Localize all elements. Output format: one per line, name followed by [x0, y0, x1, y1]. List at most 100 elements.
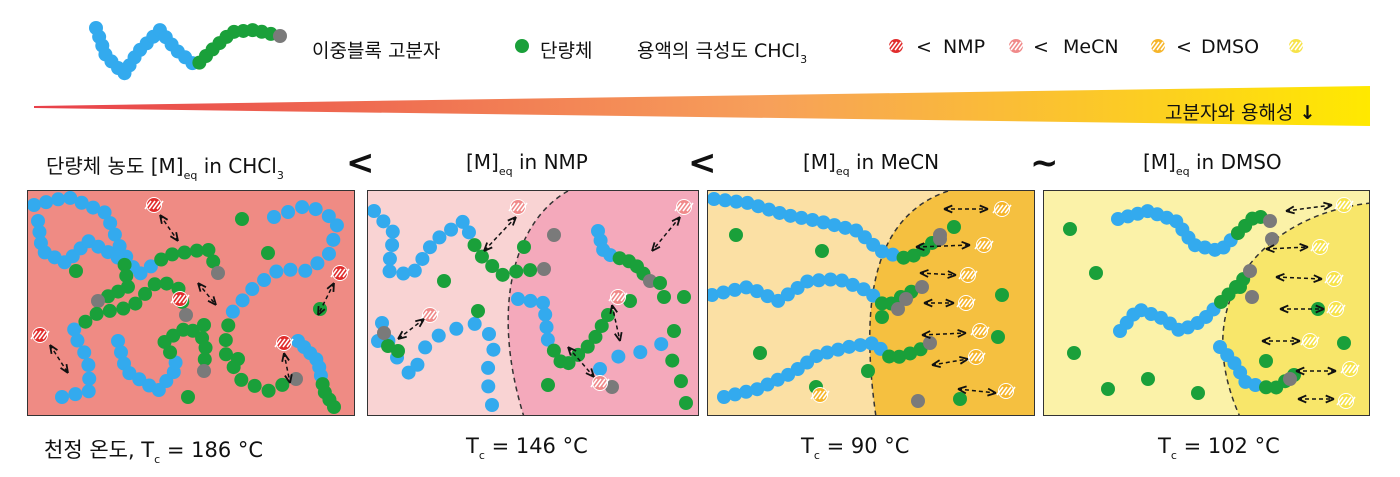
polymer-bead-blue — [326, 232, 341, 247]
polymer-end-gray — [1265, 232, 1279, 246]
mecn-molecule-stripe — [974, 352, 982, 362]
legend-mecn-stripe — [1160, 41, 1168, 51]
ceiling-temp-chcl3: 천정 온도, Tc = 186 °C — [44, 434, 263, 466]
m-symbol: [M] — [1143, 150, 1176, 174]
solvent-interaction-arrow-head — [483, 242, 493, 252]
solvent-interaction-arrow-head — [49, 344, 58, 355]
header-dmso-solvent: in DMSO — [1189, 150, 1282, 174]
dmso-molecule-stripe — [1344, 364, 1352, 374]
mecn-molecule-fill — [959, 296, 973, 310]
free-monomer — [815, 244, 829, 258]
polymer-bead-green — [561, 356, 576, 371]
solvent-interaction-arrow — [317, 282, 335, 316]
chcl3-molecule-stripe — [278, 338, 286, 348]
polymer-bead-blue — [112, 239, 127, 254]
free-monomer — [729, 228, 743, 242]
solvent-interaction-arrow — [611, 304, 621, 342]
polymer-end-gray — [1283, 372, 1297, 386]
polymer-bead-blue — [310, 256, 325, 271]
polymer-bead-blue — [842, 339, 857, 354]
dmso-molecule-stripe — [1326, 304, 1334, 314]
panel-nmp-scene — [368, 191, 698, 415]
free-monomer — [995, 288, 1009, 302]
polymer-bead-blue — [811, 273, 826, 288]
solvent-interaction-arrow-head — [1299, 243, 1309, 252]
down-arrow-icon: ↓ — [1299, 102, 1316, 124]
dmso-molecule-fill — [1329, 302, 1343, 316]
chcl3-molecule-stripe — [144, 200, 152, 210]
polymer-bead-green — [580, 339, 595, 354]
solubility-label: 고분자와 용해성 ↓ — [1165, 98, 1315, 125]
polymer-bead-blue — [269, 264, 284, 279]
polymer-bead-blue — [823, 272, 838, 287]
polymer-end-gray — [179, 308, 193, 322]
polymer-bead-blue — [718, 193, 733, 208]
chcl3-molecule-stripe — [148, 200, 156, 210]
header-prefix: 단량체 농도 — [46, 154, 151, 178]
solvent-interaction-arrow-head — [979, 204, 989, 214]
dmso-molecule-stripe — [1308, 336, 1316, 346]
solvent-interaction-arrow-head — [609, 304, 618, 315]
polymer-end-gray — [273, 29, 287, 43]
compare-symbol-2: < — [688, 143, 717, 183]
dmso-molecule-fill — [1303, 334, 1317, 348]
dmso-molecule-stripe — [1346, 200, 1354, 210]
solvation-boundary — [1221, 202, 1369, 415]
polymer-bead-blue — [481, 360, 496, 375]
free-monomer — [991, 330, 1005, 344]
polymer-bead-green — [275, 377, 290, 392]
header-chcl3: 단량체 농도 [M]eq in CHCl3 — [46, 150, 284, 182]
mecn-molecule-stripe — [974, 326, 982, 336]
solvent-interaction-arrow-head — [1327, 366, 1337, 376]
chcl3-molecule-stripe — [38, 330, 46, 340]
polymer-bead-blue — [368, 204, 381, 218]
solvent-interaction-arrow-head — [919, 269, 929, 278]
mecn-molecule-stripe — [970, 352, 978, 362]
solvent-interaction-arrow-head — [651, 242, 661, 252]
polymer-bead-blue — [611, 349, 626, 364]
legend-dmso-fill — [1289, 39, 1303, 53]
solvent-interaction-arrow-head — [959, 356, 969, 365]
legend-monomer-icon — [515, 39, 529, 53]
polymer-bead-green — [679, 396, 693, 410]
polymer-bead-blue — [535, 295, 550, 310]
polymer-bead-blue — [739, 280, 754, 295]
polymer-bead-blue — [593, 362, 607, 376]
polymer-bead-blue — [809, 349, 824, 364]
polymer-end-gray — [197, 364, 211, 378]
dmso-label: DMSO — [1201, 36, 1260, 58]
polymer-end-gray — [899, 292, 913, 306]
mecn-molecule-stripe — [1008, 386, 1016, 396]
solvent-interaction-arrow-head — [1323, 201, 1333, 211]
solvent-interaction-arrow-head — [207, 296, 217, 306]
solvent-interaction-arrow — [957, 388, 997, 394]
dmso-molecule-stripe — [1344, 396, 1352, 406]
polymer-end-gray — [289, 372, 303, 386]
polymer-bead-blue — [486, 342, 501, 357]
mecn-molecule-stripe — [966, 270, 974, 280]
nmp-molecule-stripe — [420, 310, 428, 320]
chcl3-molecule-stripe — [182, 294, 190, 304]
polymer-bead-green — [601, 308, 615, 322]
polymer-bead-blue — [523, 293, 538, 308]
chcl3-molecule-stripe — [286, 338, 294, 348]
mecn-solvent-icon — [1148, 38, 1168, 54]
mecn-molecule-stripe — [978, 240, 986, 250]
polymer-bead-blue — [431, 328, 446, 343]
polarity-prefix: 용액의 극성도 CHCl — [637, 40, 801, 62]
mecn-molecule-stripe — [958, 270, 966, 280]
polymer-bead-blue — [449, 321, 464, 336]
polymer-end-gray — [91, 294, 105, 308]
polymer-end-gray — [1243, 264, 1257, 278]
polymer-bead-green — [197, 352, 212, 367]
t-symbol: T — [1158, 434, 1171, 458]
polymer-bead-blue — [245, 282, 260, 297]
polymer-bead-blue — [805, 212, 820, 227]
free-monomer — [517, 240, 531, 254]
tc-sub: c — [813, 449, 820, 462]
polymer-bead-blue — [329, 218, 344, 233]
mecn-molecule-stripe — [814, 390, 822, 400]
dmso-molecule-stripe — [1334, 304, 1342, 314]
chcl3-molecule-stripe — [342, 268, 350, 278]
chcl3-molecule-fill — [277, 336, 291, 350]
